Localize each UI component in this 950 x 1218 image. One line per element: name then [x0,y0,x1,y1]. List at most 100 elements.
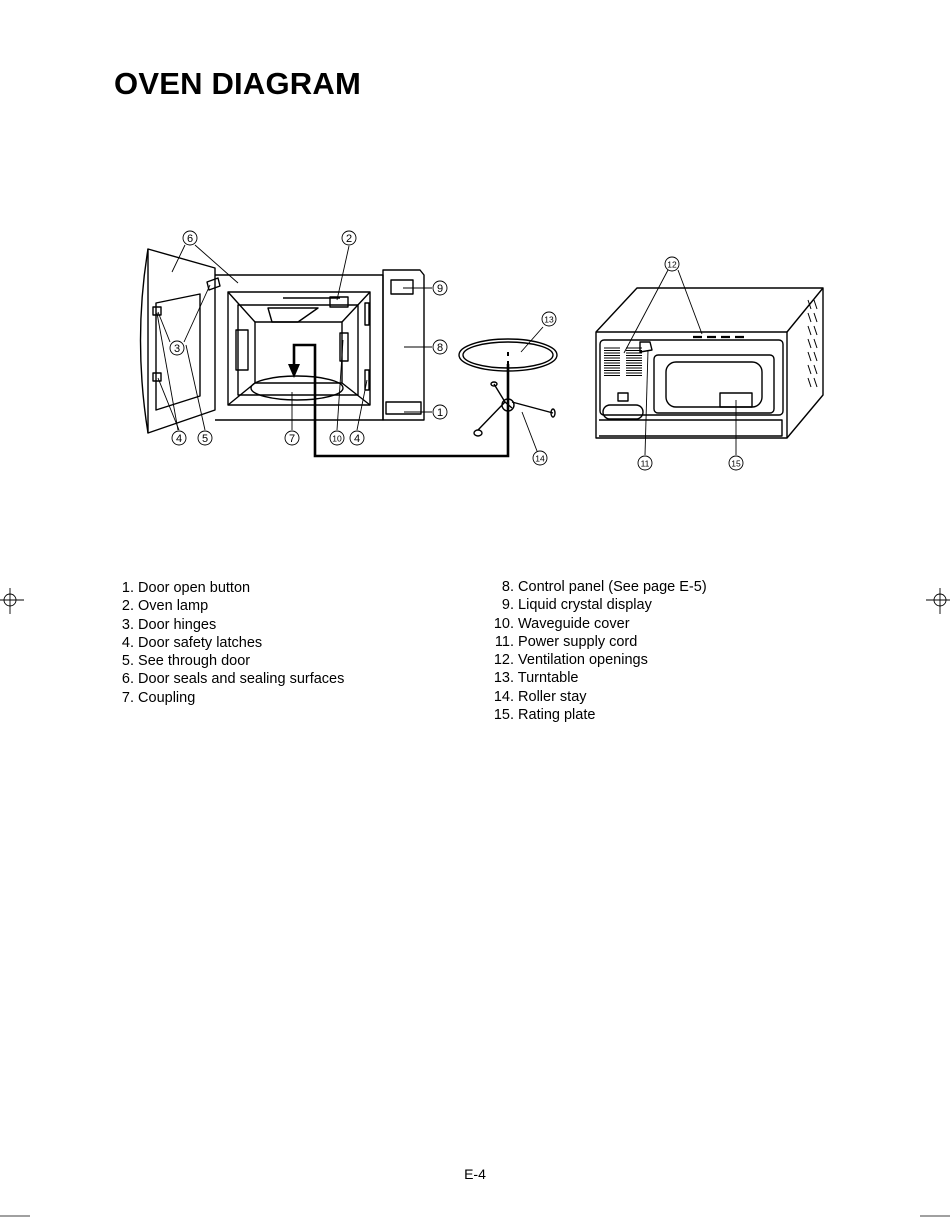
vent-slot [813,338,818,349]
part-label: Roller stay [514,688,587,705]
part-item: 1. Door open button [118,579,344,597]
part-label: Ventilation openings [514,652,648,669]
part-number: 4. [121,634,134,651]
vent-slot [807,338,812,349]
part-label: Door hinges [134,616,217,633]
callout-number: 5 [202,433,208,445]
part-item: 6. Door seals and sealing surfaces [118,670,344,688]
callout-10: 10 [329,430,345,446]
part-label: Control panel (See page E-5) [514,579,707,595]
callout-number: 7 [289,433,295,445]
callout-number: 1 [437,407,443,419]
callout-number: 10 [332,434,342,444]
part-label: Rating plate [514,707,596,724]
part-label: Oven lamp [134,598,209,615]
callout-number: 3 [174,343,180,355]
part-label: Turntable [514,670,579,687]
callout-number: 8 [437,342,443,354]
part-number: 1. [121,580,134,596]
callout-15: 15 [728,455,744,471]
part-number: 6. [121,671,134,688]
vent-slot [813,377,818,388]
callout-11: 11 [637,455,653,471]
part-item: 5. See through door [118,652,344,670]
part-number: 15. [493,707,514,724]
part-item: 13. Turntable [492,669,707,687]
callout-1: 1 [432,404,448,420]
callout-number: 6 [187,233,193,245]
page-number: E-4 [464,1166,486,1182]
callout-number: 12 [667,260,677,270]
part-item: 3. Door hinges [118,616,344,634]
part-item: 8. Control panel (See page E-5) [492,578,707,596]
callout-3: 3 [169,340,185,356]
callout-2: 2 [341,230,357,246]
oven-front-illustration [139,248,425,434]
part-item: 4. Door safety latches [118,634,344,652]
vent-slot [807,312,812,323]
vent-slot [813,299,818,310]
vent-slot [813,325,818,336]
callout-number: 15 [731,459,741,469]
leader-lines [156,244,737,456]
part-number: 9. [501,597,514,614]
vent-slot [807,325,812,336]
callout-9: 9 [432,280,448,296]
callout-number: 11 [641,459,650,469]
coupling-route [288,343,510,458]
part-number: 8. [501,579,514,595]
callout-5: 5 [197,430,213,446]
part-label: Door seals and sealing surfaces [134,671,345,688]
part-number: 10. [493,615,514,632]
vent-slot [807,351,812,362]
callout-number: 14 [535,454,545,464]
part-item: 9. Liquid crystal display [492,596,707,614]
part-item: 11. Power supply cord [492,633,707,651]
part-item: 2. Oven lamp [118,597,344,615]
part-label: Coupling [134,689,196,706]
part-number: 2. [121,598,134,615]
part-item: 12. Ventilation openings [492,651,707,669]
part-number: 12. [493,652,514,669]
part-number: 14. [493,688,514,705]
parts-list-right: 8. Control panel (See page E-5)9. Liquid… [492,578,707,724]
callout-4: 4 [171,430,187,446]
callout-13: 13 [541,311,557,327]
part-number: 13. [493,670,514,687]
part-number: 11. [494,633,514,650]
callout-14: 14 [532,450,548,466]
callout-6: 6 [182,230,198,246]
part-label: See through door [134,653,251,670]
vent-slot [813,351,818,362]
vent-slot [807,299,812,310]
part-item: 7. Coupling [118,689,344,707]
registration-mark-right [926,588,950,614]
part-number: 5. [121,653,134,670]
callout-7: 7 [284,430,300,446]
callout-8: 8 [432,339,448,355]
callout-12: 12 [664,256,680,272]
callout-number: 9 [437,283,443,295]
callout-number: 2 [346,233,352,245]
part-item: 10. Waveguide cover [492,615,707,633]
vent-slot [807,364,812,375]
oven-rear-illustration [595,287,824,439]
vent-slot [807,377,812,388]
page-title: OVEN DIAGRAM [114,66,361,101]
callout-4: 4 [349,430,365,446]
part-item: 15. Rating plate [492,706,707,724]
callout-number: 4 [354,433,360,445]
part-label: Door safety latches [134,634,263,651]
ventilation-slots [604,299,818,388]
part-label: Door open button [134,580,251,596]
vent-slot [813,364,818,375]
part-number: 3. [121,616,134,633]
callout-number: 13 [544,315,554,325]
registration-mark-left [0,588,24,614]
part-number: 7. [121,689,134,706]
part-label: Liquid crystal display [514,597,652,614]
callout-number: 4 [176,433,182,445]
